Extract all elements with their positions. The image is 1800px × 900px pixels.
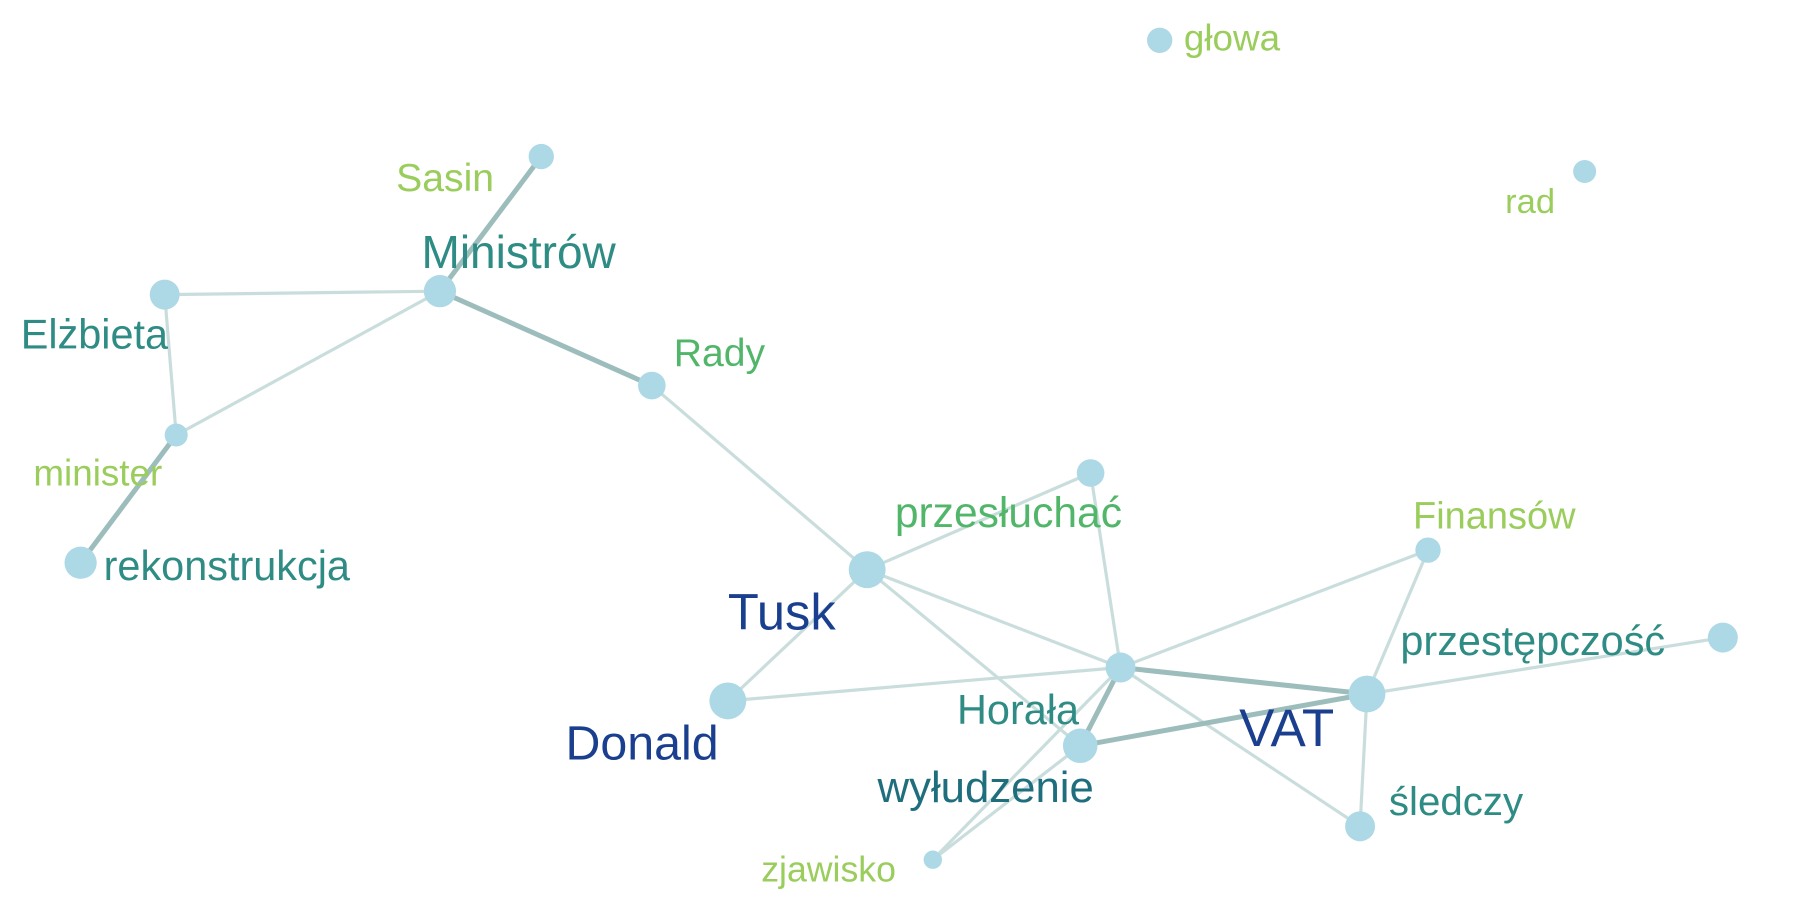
node-wyludzenie — [1062, 728, 1098, 764]
label-rad: rad — [1505, 183, 1555, 221]
label-minister: minister — [33, 453, 162, 494]
label-przestepczosc: przestępczość — [1400, 617, 1665, 664]
node-rekonstrukcja — [64, 546, 97, 579]
label-przesluchac: przesłuchać — [895, 489, 1122, 537]
edge-horala-sledczy — [1118, 665, 1362, 828]
edge-vat-finansow — [1365, 548, 1430, 696]
label-sasin: Sasin — [396, 157, 494, 200]
node-rady — [638, 371, 666, 400]
node-elzbieta — [149, 279, 180, 310]
edge-przesluchac-horala — [1088, 471, 1123, 670]
label-zjawisko: zjawisko — [761, 850, 896, 890]
node-sasin — [528, 143, 554, 170]
label-elzbieta: Elżbieta — [21, 311, 169, 358]
edge-elzbieta-ministrow — [163, 289, 442, 297]
edge-wyludzenie-zjawisko — [931, 744, 1082, 862]
edge-rady-tusk — [650, 383, 869, 572]
label-sledczy: śledczy — [1389, 779, 1524, 824]
edge-tusk-wyludzenie — [865, 568, 1082, 748]
node-rad — [1573, 159, 1597, 183]
edge-minister-rekonstrukcja — [78, 432, 179, 566]
label-horala: Horała — [957, 686, 1080, 733]
edge-donald-horala — [726, 665, 1123, 703]
node-glowa — [1147, 27, 1173, 53]
nodes-layer — [64, 27, 1738, 869]
node-finansow — [1415, 537, 1441, 563]
edge-wyludzenie-vat — [1077, 691, 1370, 749]
label-glowa: głowa — [1184, 18, 1281, 59]
edge-tusk-przesluchac — [865, 471, 1093, 572]
label-rekonstrukcja: rekonstrukcja — [104, 542, 351, 589]
node-sledczy — [1345, 811, 1376, 842]
node-minister — [164, 423, 188, 447]
edge-tusk-horala — [865, 568, 1123, 670]
edge-tusk-donald — [726, 568, 869, 703]
label-wyludzenie: wyłudzenie — [877, 763, 1094, 812]
edge-horala-zjawisko — [931, 665, 1123, 862]
edge-sasin-ministrow — [437, 154, 544, 294]
node-przestepczosc — [1707, 622, 1738, 653]
node-zjawisko — [923, 850, 943, 869]
edge-vat-przestepczosc — [1365, 635, 1725, 696]
node-przesluchac — [1076, 459, 1105, 487]
edge-horala-vat — [1118, 665, 1370, 697]
label-vat: VAT — [1239, 699, 1334, 758]
node-donald — [709, 682, 747, 720]
label-rady: Rady — [674, 332, 766, 375]
node-ministrow — [423, 275, 457, 308]
edge-elzbieta-minister — [163, 293, 178, 437]
node-horala — [1105, 652, 1136, 683]
label-finansow: Finansów — [1413, 495, 1576, 537]
node-tusk — [848, 551, 886, 589]
edge-horala-finansow — [1118, 548, 1430, 670]
edge-vat-sledczy — [1358, 692, 1369, 828]
label-ministrow: Ministrów — [421, 226, 616, 278]
edges-layer — [78, 154, 1725, 862]
label-donald: Donald — [565, 717, 718, 771]
label-tusk: Tusk — [728, 584, 837, 641]
node-vat — [1348, 675, 1386, 713]
edge-ministrow-rady — [437, 288, 655, 389]
edge-minister-ministrow — [174, 289, 442, 437]
